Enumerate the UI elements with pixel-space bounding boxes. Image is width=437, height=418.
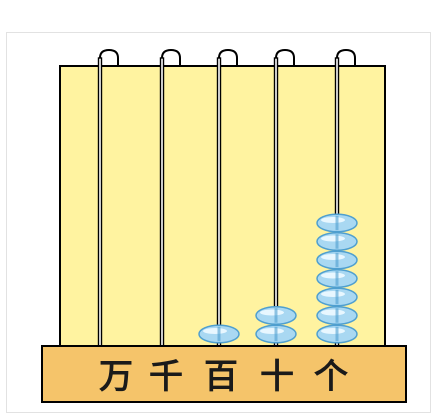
bead-ones[interactable] [317,270,357,288]
label-ones: 个 [314,357,348,397]
bead-hundreds[interactable] [199,325,239,343]
label-thousands: 千 [149,357,183,397]
rod-thousands [161,58,164,346]
label-tens: 十 [260,357,294,397]
rod-tens [275,58,278,346]
rod-hundreds [218,58,221,346]
bead-ones[interactable] [317,251,357,269]
rod-ten-thousands [99,58,102,346]
bead-ones[interactable] [317,307,357,325]
bead-ones[interactable] [317,288,357,306]
bead-ones[interactable] [317,325,357,343]
label-ten-thousands: 万 [99,357,133,397]
bead-ones[interactable] [317,214,357,232]
bead-ones[interactable] [317,233,357,251]
bead-tens[interactable] [256,307,296,325]
label-hundreds: 百 [204,357,238,397]
bead-tens[interactable] [256,325,296,343]
